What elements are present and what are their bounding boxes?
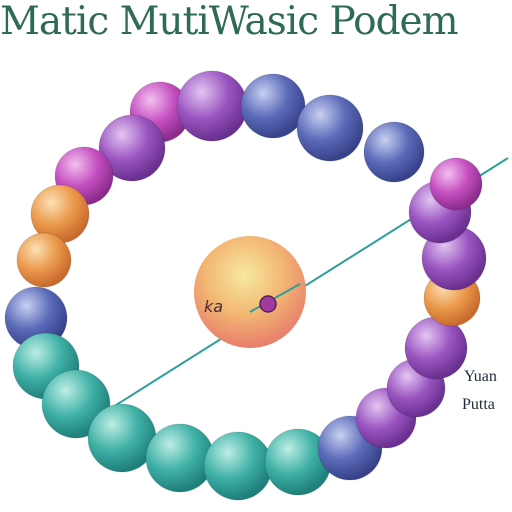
page-title: Matic MutiWasic Podem bbox=[0, 0, 459, 44]
orbit-sphere bbox=[145, 423, 215, 493]
nucleus-text: ka bbox=[204, 297, 223, 316]
orbit-sphere bbox=[429, 157, 483, 211]
orbit-sphere bbox=[404, 316, 468, 380]
orbit-sphere bbox=[240, 73, 306, 139]
nucleus-sphere bbox=[194, 236, 306, 348]
orbit-sphere bbox=[98, 114, 166, 182]
nucleus-pointer-line bbox=[249, 283, 301, 313]
side-label-2: Putta bbox=[462, 396, 495, 413]
orbit-sphere bbox=[203, 431, 273, 501]
orbit-sphere bbox=[16, 232, 72, 288]
orbit-sphere bbox=[363, 121, 425, 183]
orbit-sphere bbox=[176, 70, 248, 142]
orbit-sphere bbox=[296, 94, 364, 162]
side-label-1: Yuan bbox=[464, 368, 497, 385]
nucleus-marker-dot bbox=[259, 295, 277, 313]
